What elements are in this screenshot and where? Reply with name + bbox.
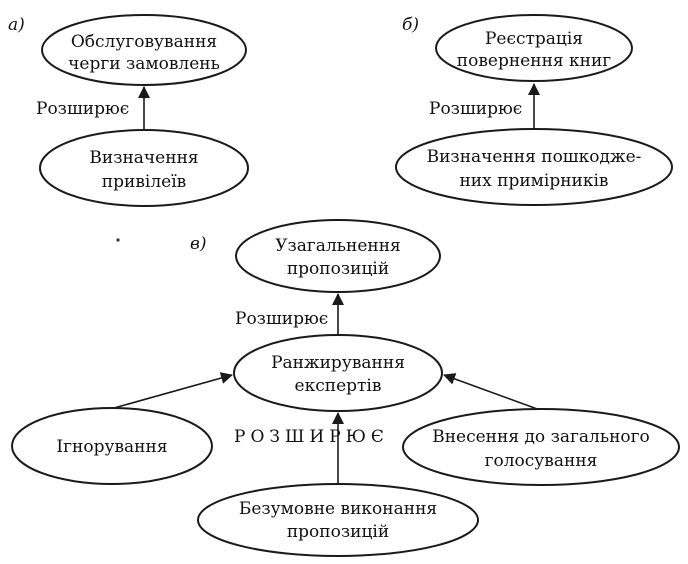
- panel-a-bottom-node-line-2: привілеїв: [102, 172, 186, 192]
- panel-c-center-node: Ранжирування експертів: [233, 334, 443, 412]
- panel-c-right-node: Внесення до загального голосування: [402, 408, 680, 486]
- panel-c-left-node: Ігнорування: [11, 407, 213, 485]
- panel-c-bottom-node-line-1: Безумовне виконання: [239, 499, 437, 519]
- panel-a-top-node-line-1: Обслуговування: [71, 32, 217, 52]
- panel-c-bottom-node-line-2: пропозицій: [287, 522, 389, 542]
- panel-b-tag: б): [402, 15, 419, 35]
- panel-c-right-node-line-2: голосування: [485, 451, 598, 471]
- panel-c-top-node-line-2: пропозицій: [287, 259, 389, 279]
- panel-b-bottom-node-line-2: них примірників: [459, 171, 608, 191]
- panel-c-extend-arrow-right: [443, 373, 541, 411]
- panel-a-bottom-node: Визначення привілеїв: [39, 129, 249, 207]
- panel-b-top-node: Реєстрація повернення книг: [435, 14, 633, 82]
- panel-c-top-node-line-1: Узагальнення: [275, 236, 401, 256]
- panel-b-bottom-node: Визначення пошкодже- них примірників: [395, 128, 673, 206]
- panel-a-tag: а): [8, 15, 25, 35]
- panel-b-edge-label: Розширює: [429, 99, 522, 119]
- panel-c-edge-label: Розширює: [235, 309, 328, 329]
- panel-c-tag: в): [190, 234, 207, 254]
- panel-c-right-node-line-1: Внесення до загального: [432, 427, 650, 447]
- panel-c-extend-arrow-left: [113, 372, 233, 409]
- panel-c-center-node-line-1: Ранжирування: [271, 353, 405, 373]
- panel-a-top-node-line-2: черги замовлень: [68, 54, 220, 74]
- panel-b-bottom-node-line-1: Визначення пошкодже-: [427, 147, 642, 167]
- panel-c-left-node-line-1: Ігнорування: [56, 437, 167, 457]
- panel-c-center-node-line-2: експертів: [295, 376, 382, 396]
- panel-b-top-node-line-2: повернення книг: [457, 51, 612, 71]
- panel-c-top-node: Узагальнення пропозицій: [235, 219, 441, 293]
- panel-a-top-node: Обслуговування черги замовлень: [41, 14, 247, 86]
- panel-b-top-node-line-1: Реєстрація: [485, 29, 583, 49]
- panel-c-bottom-node: Безумовне виконання пропозицій: [197, 483, 479, 557]
- panel-a-edge-label: Розширює: [36, 99, 129, 119]
- panel-c-spaced-label: РОЗШИРЮЄ: [234, 427, 389, 447]
- stray-dot: [116, 238, 120, 242]
- panel-a-bottom-node-line-1: Визначення: [89, 148, 198, 168]
